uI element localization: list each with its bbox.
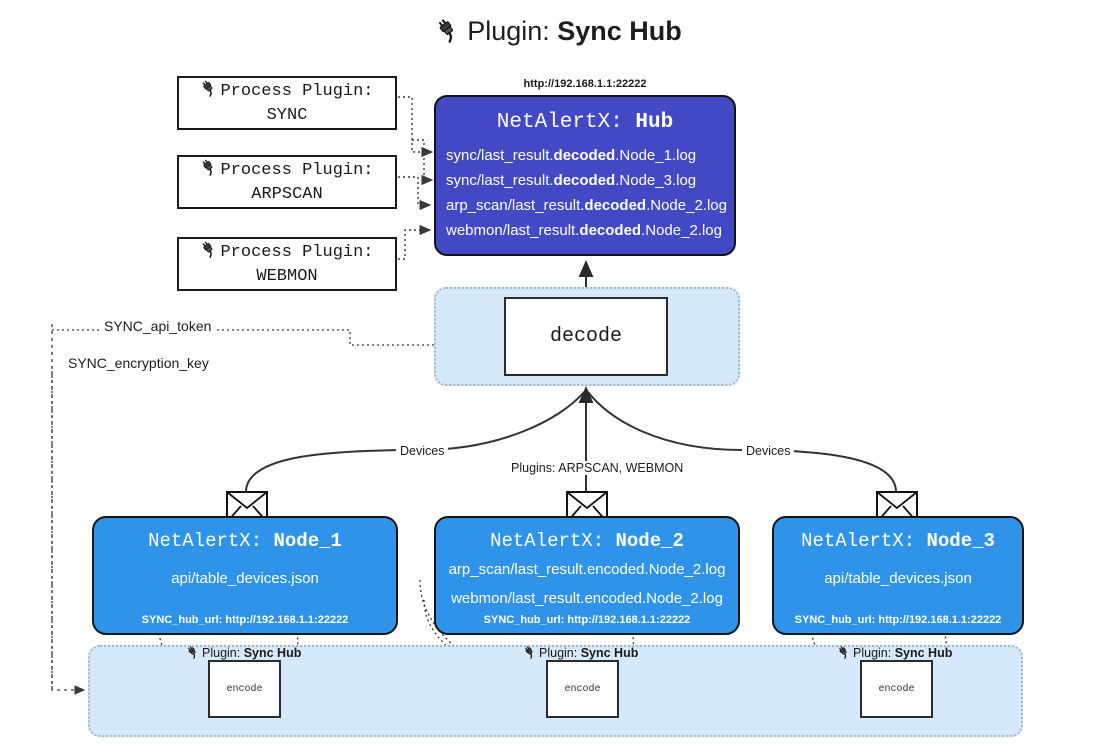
hub-title: NetAlertX: Hub — [436, 111, 734, 134]
plug-icon — [435, 17, 461, 50]
node-footer: SYNC_hub_url: http://192.168.1.1:22222 — [141, 614, 349, 626]
title-name: Sync Hub — [557, 16, 682, 46]
hub-title-prefix: NetAlertX: — [496, 111, 636, 134]
node-box-node-2[interactable]: NetAlertX: Node_2 arp_scan/last_result.e… — [434, 516, 740, 635]
node-line: api/table_devices.json — [171, 570, 319, 587]
node-title: NetAlertX: Node_3 — [774, 530, 1022, 552]
hub-url-label: http://192.168.1.1:22222 — [523, 78, 647, 90]
node-title: NetAlertX: Node_1 — [94, 530, 396, 552]
node-title-prefix: NetAlertX: — [801, 530, 927, 552]
plug-icon — [837, 645, 851, 662]
edge-label-plugins-center: Plugins: ARPSCAN, WEBMON — [507, 461, 688, 475]
log-pre: sync/last_result. — [446, 147, 554, 164]
log-post: .Node_2.log — [641, 222, 722, 239]
node-line: arp_scan/last_result.encoded.Node_2.log — [448, 561, 726, 578]
encode-box-3[interactable]: encode — [860, 660, 933, 718]
log-post: .Node_2.log — [646, 197, 727, 214]
plug-icon — [186, 645, 200, 662]
encoder-label-2: Plugin: Sync Hub — [523, 645, 638, 662]
encoder-prefix: Plugin: — [539, 646, 581, 660]
encoder-label-3: Plugin: Sync Hub — [837, 645, 952, 662]
encoder-prefix: Plugin: — [853, 646, 895, 660]
encoder-label-1: Plugin: Sync Hub — [186, 645, 301, 662]
process-plugin-name: SYNC — [266, 106, 308, 125]
process-plugin-name: WEBMON — [256, 267, 318, 286]
log-post: .Node_3.log — [615, 172, 697, 189]
edge-label-devices-right: Devices — [742, 444, 795, 458]
encoder-name: Sync Hub — [580, 646, 639, 660]
log-pre: webmon/last_result. — [446, 222, 580, 239]
node-title-name: Node_1 — [273, 530, 342, 552]
hub-log-line: arp_scan/last_result.decoded.Node_2.log — [446, 193, 734, 218]
node-title-name: Node_3 — [926, 530, 995, 552]
decode-box[interactable]: decode — [504, 297, 668, 376]
node-title: NetAlertX: Node_2 — [436, 530, 738, 552]
node-line: webmon/last_result.encoded.Node_2.log — [451, 590, 723, 607]
log-em: decoded — [553, 147, 616, 164]
node-title-prefix: NetAlertX: — [490, 530, 616, 552]
node-box-node-1[interactable]: NetAlertX: Node_1 api/table_devices.json… — [92, 516, 398, 635]
node-title-name: Node_2 — [615, 530, 684, 552]
encoder-name: Sync Hub — [243, 646, 302, 660]
sync-api-token-label: SYNC_api_token — [100, 318, 216, 334]
node-line: api/table_devices.json — [824, 570, 972, 587]
encode-box-1[interactable]: encode — [208, 660, 281, 718]
process-plugin-label: Process Plugin: — [220, 161, 374, 180]
encoder-name: Sync Hub — [894, 646, 953, 660]
encoder-prefix: Plugin: — [202, 646, 244, 660]
hub-title-name: Hub — [635, 111, 674, 134]
process-plugin-box-sync[interactable]: Process Plugin: SYNC — [177, 76, 397, 130]
node-title-prefix: NetAlertX: — [148, 530, 274, 552]
hub-box[interactable]: NetAlertX: Hub sync/last_result.decoded.… — [434, 95, 736, 256]
node-box-node-3[interactable]: NetAlertX: Node_3 api/table_devices.json… — [772, 516, 1024, 635]
encode-box-2[interactable]: encode — [546, 660, 619, 718]
log-em: decoded — [584, 197, 647, 214]
process-plugin-name: ARPSCAN — [251, 185, 323, 204]
plug-icon — [200, 158, 218, 184]
process-plugin-box-webmon[interactable]: Process Plugin: WEBMON — [177, 237, 397, 291]
process-plugin-label: Process Plugin: — [220, 243, 374, 262]
edge-label-devices-left: Devices — [396, 444, 449, 458]
hub-log-list: sync/last_result.decoded.Node_1.log sync… — [436, 143, 734, 243]
node-footer: SYNC_hub_url: http://192.168.1.1:22222 — [483, 614, 691, 626]
plug-icon — [200, 240, 218, 266]
sync-encryption-key-label: SYNC_encryption_key — [64, 355, 213, 371]
log-post: .Node_1.log — [615, 147, 697, 164]
process-plugin-box-arpscan[interactable]: Process Plugin: ARPSCAN — [177, 155, 397, 209]
log-pre: sync/last_result. — [446, 172, 554, 189]
plug-icon — [523, 645, 537, 662]
title-prefix: Plugin: — [467, 16, 558, 46]
hub-log-line: sync/last_result.decoded.Node_3.log — [446, 168, 734, 193]
hub-log-line: sync/last_result.decoded.Node_1.log — [446, 143, 734, 168]
hub-log-line: webmon/last_result.decoded.Node_2.log — [446, 218, 734, 243]
log-em: decoded — [579, 222, 642, 239]
log-em: decoded — [553, 172, 616, 189]
page-title: Plugin: Sync Hub — [0, 16, 1117, 50]
node-footer: SYNC_hub_url: http://192.168.1.1:22222 — [794, 614, 1002, 626]
log-pre: arp_scan/last_result. — [446, 197, 585, 214]
plug-icon — [200, 79, 218, 105]
process-plugin-label: Process Plugin: — [220, 82, 374, 101]
